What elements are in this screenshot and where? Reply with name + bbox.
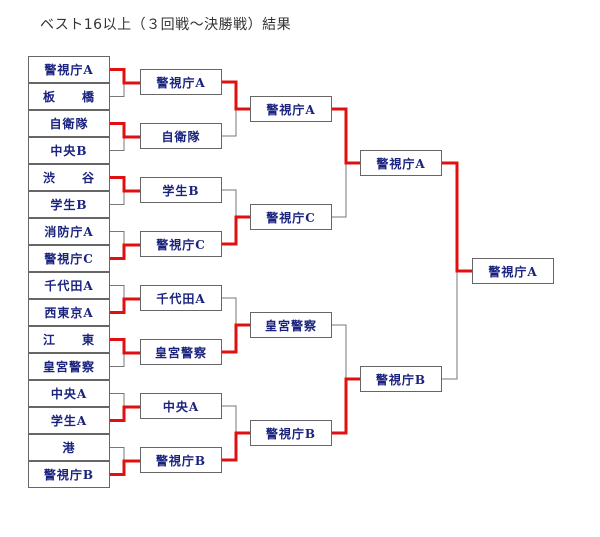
team-box: 渋 谷 xyxy=(28,164,110,191)
round3-winner-box: 学生B xyxy=(140,177,222,203)
team-box: 警視庁C xyxy=(28,245,110,272)
round3-winner-box: 千代田A xyxy=(140,285,222,311)
team-box: 警視庁B xyxy=(28,461,110,488)
champion-box: 警視庁A xyxy=(472,258,554,284)
team-box: 中央A xyxy=(28,380,110,407)
team-box: 西東京A xyxy=(28,299,110,326)
round3-winner-box: 中央A xyxy=(140,393,222,419)
team-box: 学生B xyxy=(28,191,110,218)
team-box: 板 橋 xyxy=(28,83,110,110)
team-box: 皇宮警察 xyxy=(28,353,110,380)
team-box: 警視庁A xyxy=(28,56,110,83)
quarterfinal-winner-box: 警視庁A xyxy=(250,96,332,122)
semifinal-winner-box: 警視庁B xyxy=(360,366,442,392)
semifinal-winner-box: 警視庁A xyxy=(360,150,442,176)
round3-winner-box: 皇宮警察 xyxy=(140,339,222,365)
team-box: 中央B xyxy=(28,137,110,164)
team-box: 港 xyxy=(28,434,110,461)
round3-winner-box: 警視庁C xyxy=(140,231,222,257)
team-box: 消防庁A xyxy=(28,218,110,245)
round3-winner-box: 警視庁B xyxy=(140,447,222,473)
page-title: ベスト16以上（３回戦～決勝戦）結果 xyxy=(40,17,292,33)
round3-winner-box: 警視庁A xyxy=(140,69,222,95)
team-box: 千代田A xyxy=(28,272,110,299)
team-box: 江 東 xyxy=(28,326,110,353)
quarterfinal-winner-box: 警視庁B xyxy=(250,420,332,446)
round3-winner-box: 自衛隊 xyxy=(140,123,222,149)
quarterfinal-winner-box: 警視庁C xyxy=(250,204,332,230)
team-box: 学生A xyxy=(28,407,110,434)
quarterfinal-winner-box: 皇宮警察 xyxy=(250,312,332,338)
team-box: 自衛隊 xyxy=(28,110,110,137)
